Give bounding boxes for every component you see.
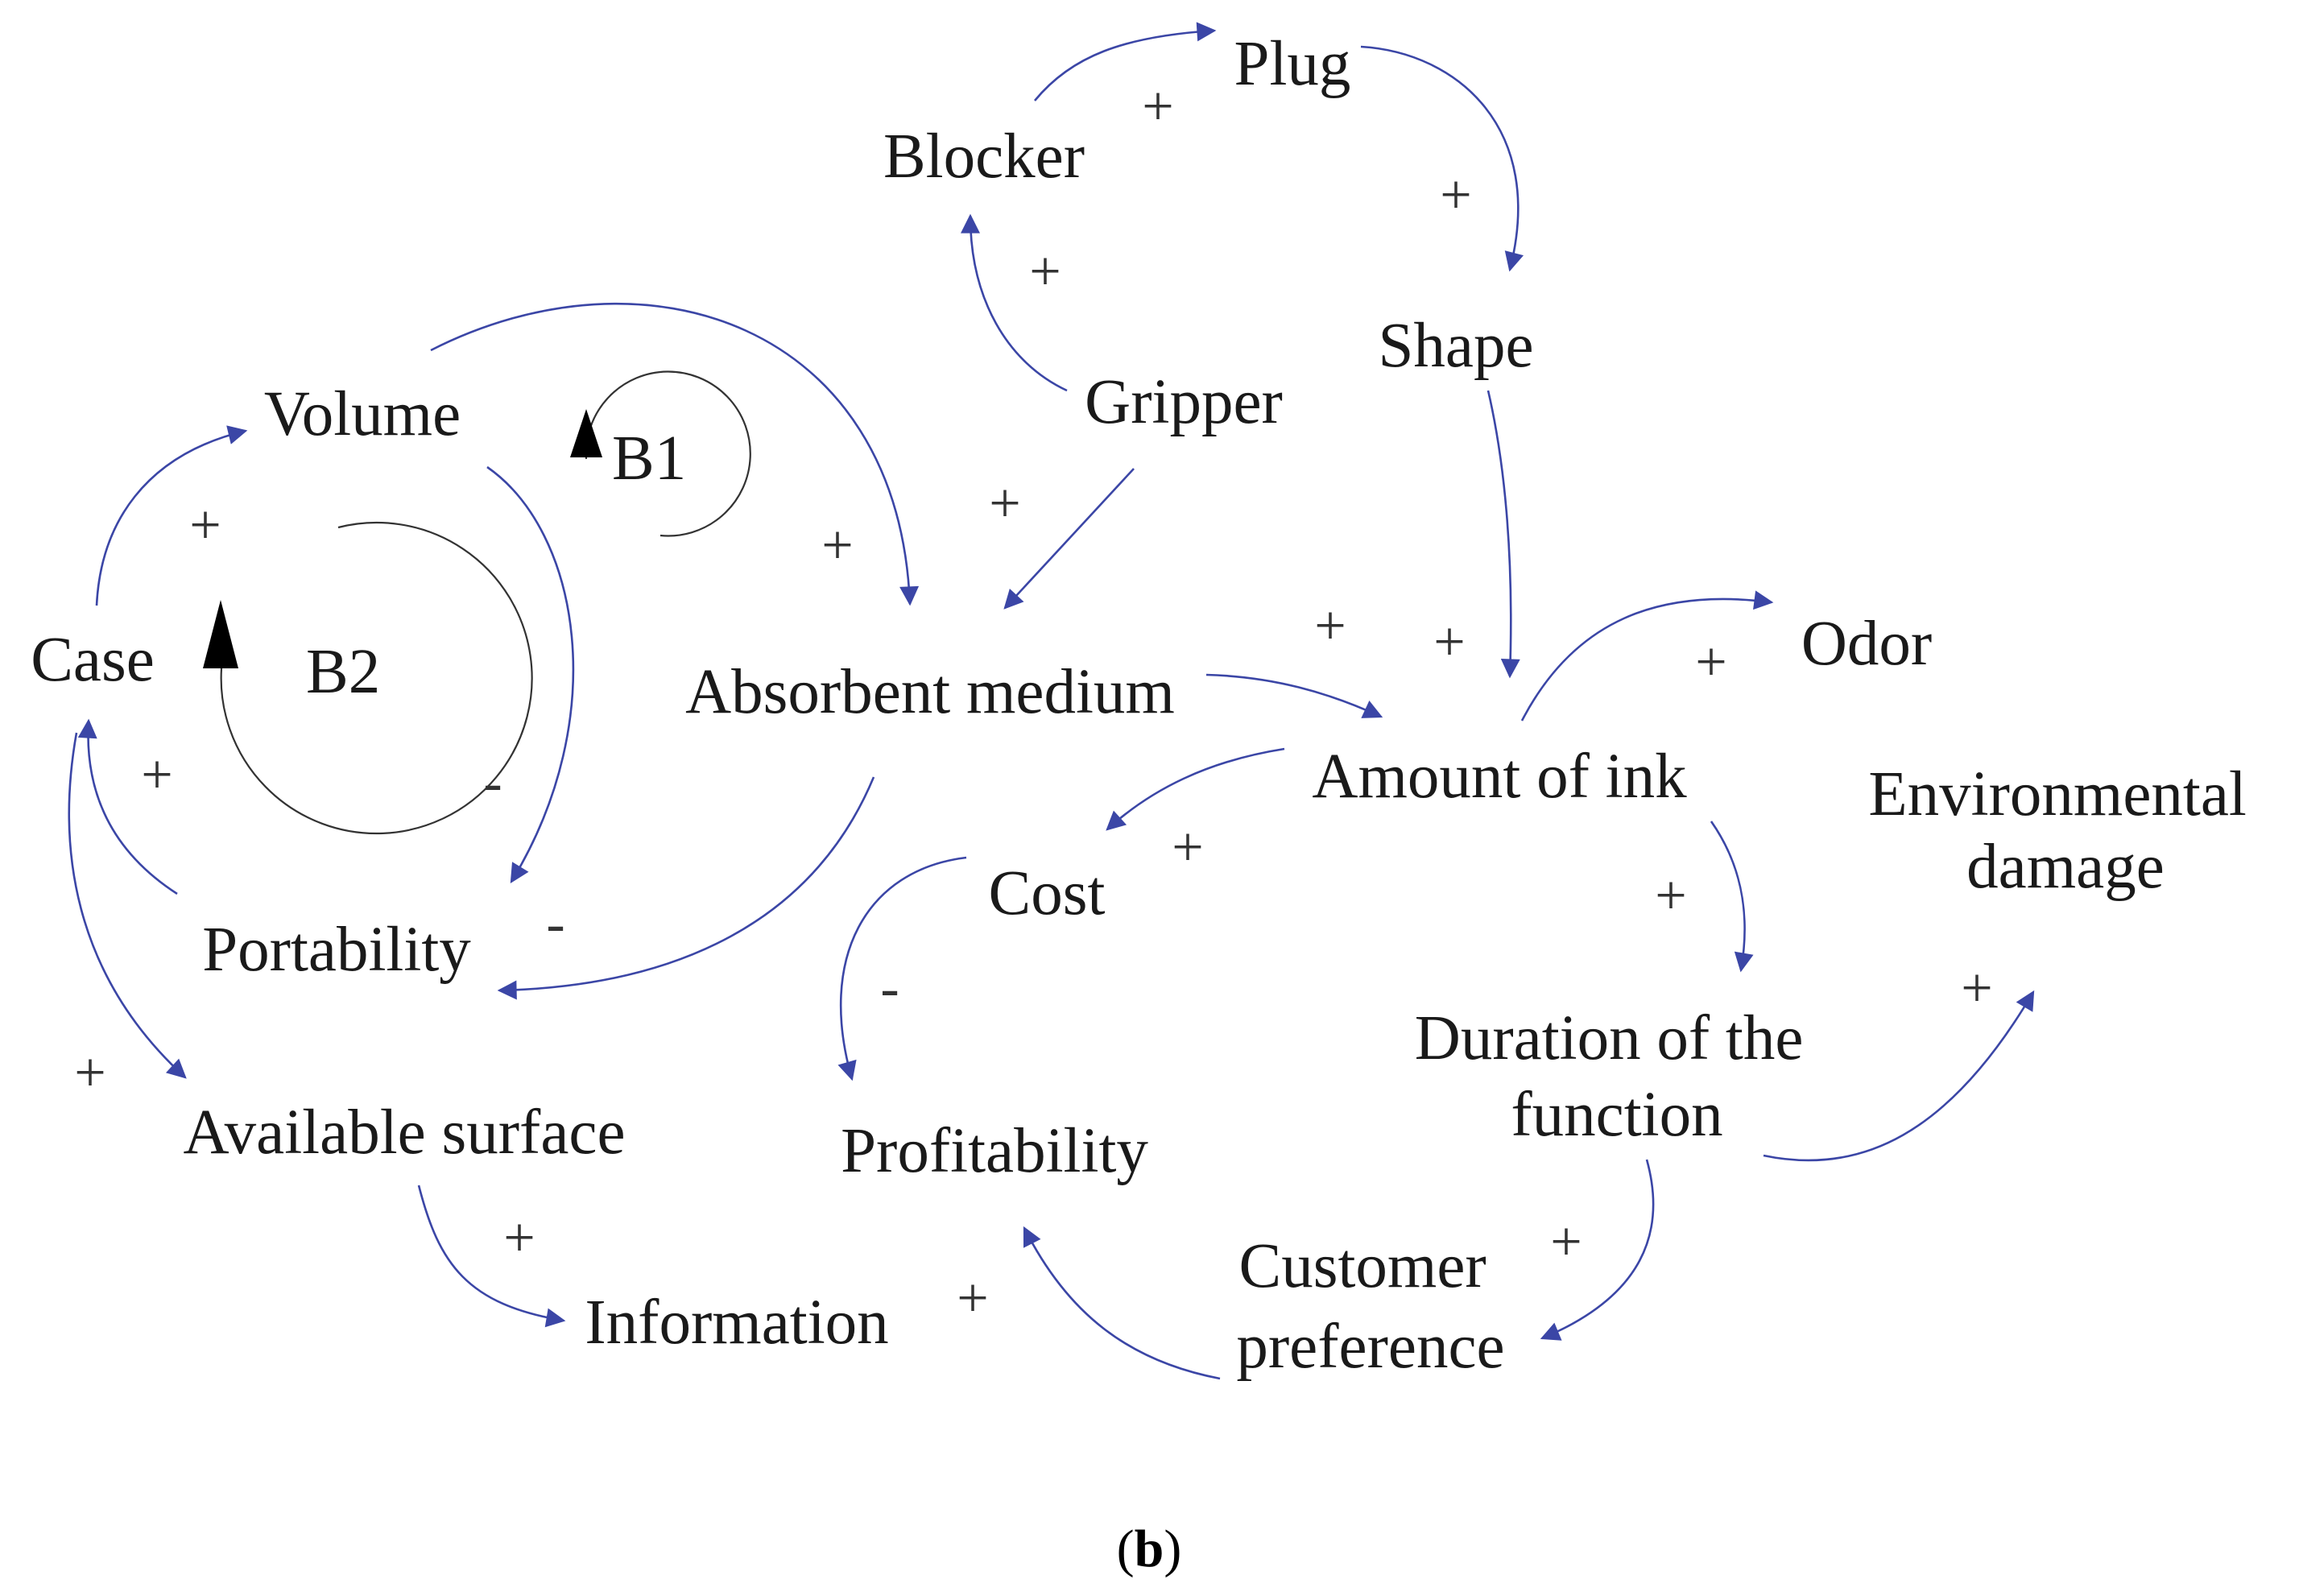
loop-b1-label: B1 <box>612 424 686 494</box>
polarity-absorbent-ink: + <box>1314 595 1346 657</box>
polarity-signs: + + + + + + + - + - + + + + + - + + + + <box>74 76 1992 1329</box>
loop-b2: B2 <box>203 521 533 835</box>
node-customer-preference-line-1: Customer <box>1239 1231 1486 1301</box>
link-plug-to-shape <box>1360 45 1524 272</box>
loop-b2-circle <box>220 521 533 835</box>
polarity-plug-shape: + <box>1440 164 1471 226</box>
node-shape: Shape <box>1378 311 1533 381</box>
polarity-absorbent-portability: - <box>546 893 564 955</box>
polarity-volume-absorbent: + <box>821 515 853 577</box>
link-amount-of-ink-to-duration <box>1710 821 1754 973</box>
polarity-gripper-blocker: + <box>1029 241 1061 303</box>
node-duration-line-2: function <box>1511 1080 1722 1150</box>
polarity-ink-odor: + <box>1695 631 1726 693</box>
loop-b2-label: B2 <box>306 637 380 707</box>
node-cost: Cost <box>989 858 1106 928</box>
node-profitability: Profitability <box>841 1116 1148 1186</box>
node-gripper: Gripper <box>1085 367 1283 437</box>
link-volume-to-absorbent-medium <box>430 302 920 606</box>
node-environmental-damage-line-2: damage <box>1966 832 2165 902</box>
polarity-gripper-absorbent: + <box>989 473 1020 535</box>
loop-b1-circle <box>585 370 751 537</box>
link-amount-of-ink-to-cost <box>1106 747 1285 831</box>
node-customer-preference-line-2: preference <box>1236 1312 1504 1382</box>
node-information: Information <box>585 1288 888 1358</box>
node-environmental-damage: Environmental damage <box>1868 759 2262 902</box>
link-cost-to-profitability <box>837 856 967 1081</box>
link-absorbent-medium-to-portability <box>497 776 875 1000</box>
link-blocker-to-plug <box>1033 22 1217 101</box>
node-available-surface: Available surface <box>183 1098 625 1168</box>
variables: Plug Blocker Shape Gripper Volume Case A… <box>31 29 2262 1382</box>
polarity-duration-environment: + <box>1961 957 1992 1019</box>
loop-b1: B1 <box>570 370 751 537</box>
figure-caption: (b) <box>1117 1520 1182 1578</box>
link-gripper-to-blocker <box>961 213 1068 392</box>
polarity-duration-preference: + <box>1550 1211 1582 1273</box>
link-duration-to-customer-preference <box>1540 1159 1655 1341</box>
link-portability-to-case <box>77 718 178 895</box>
caption-open-paren: ( <box>1117 1520 1135 1578</box>
link-shape-to-amount-of-ink <box>1486 390 1520 679</box>
link-duration-to-environmental-damage <box>1763 990 2035 1162</box>
caption-close-paren: ) <box>1164 1520 1181 1578</box>
node-duration-of-the-function: Duration of the function <box>1415 1003 1819 1150</box>
polarity-shape-ink: + <box>1433 611 1465 673</box>
node-case: Case <box>31 625 155 695</box>
polarity-case-volume: + <box>189 494 221 556</box>
polarity-volume-portability: - <box>483 752 502 814</box>
loop-b1-arrow-icon <box>570 409 602 457</box>
polarity-portability-case: + <box>141 744 172 806</box>
polarity-blocker-plug: + <box>1142 76 1173 138</box>
link-amount-of-ink-to-odor <box>1520 590 1774 722</box>
node-volume: Volume <box>264 379 461 449</box>
polarity-ink-duration: + <box>1655 865 1686 927</box>
polarity-cost-profitability: - <box>880 957 899 1019</box>
polarity-preference-profitability: + <box>957 1267 988 1329</box>
link-gripper-to-absorbent-medium <box>1003 468 1135 610</box>
link-absorbent-medium-to-amount-of-ink <box>1205 673 1383 718</box>
loop-b2-arrow-icon <box>203 600 238 668</box>
polarity-surface-information: + <box>503 1207 535 1269</box>
polarity-case-surface: + <box>74 1042 105 1104</box>
node-environmental-damage-line-1: Environmental <box>1868 759 2247 829</box>
link-case-to-volume <box>95 425 248 606</box>
node-customer-preference: Customer preference <box>1236 1231 1504 1382</box>
link-volume-to-portability <box>486 465 575 884</box>
node-duration-line-1: Duration of the <box>1415 1003 1804 1073</box>
node-plug: Plug <box>1234 29 1351 99</box>
caption-letter: b <box>1135 1520 1164 1578</box>
link-case-to-available-surface <box>68 732 187 1079</box>
node-odor: Odor <box>1801 609 1932 679</box>
node-portability: Portability <box>202 915 471 985</box>
node-blocker: Blocker <box>883 122 1085 192</box>
link-customer-preference-to-profitability <box>1023 1226 1221 1380</box>
links <box>68 22 2035 1380</box>
polarity-ink-cost: + <box>1172 817 1203 879</box>
node-amount-of-ink: Amount of ink <box>1312 742 1687 812</box>
node-absorbent-medium: Absorbent medium <box>685 657 1175 727</box>
link-available-surface-to-information <box>417 1185 566 1328</box>
